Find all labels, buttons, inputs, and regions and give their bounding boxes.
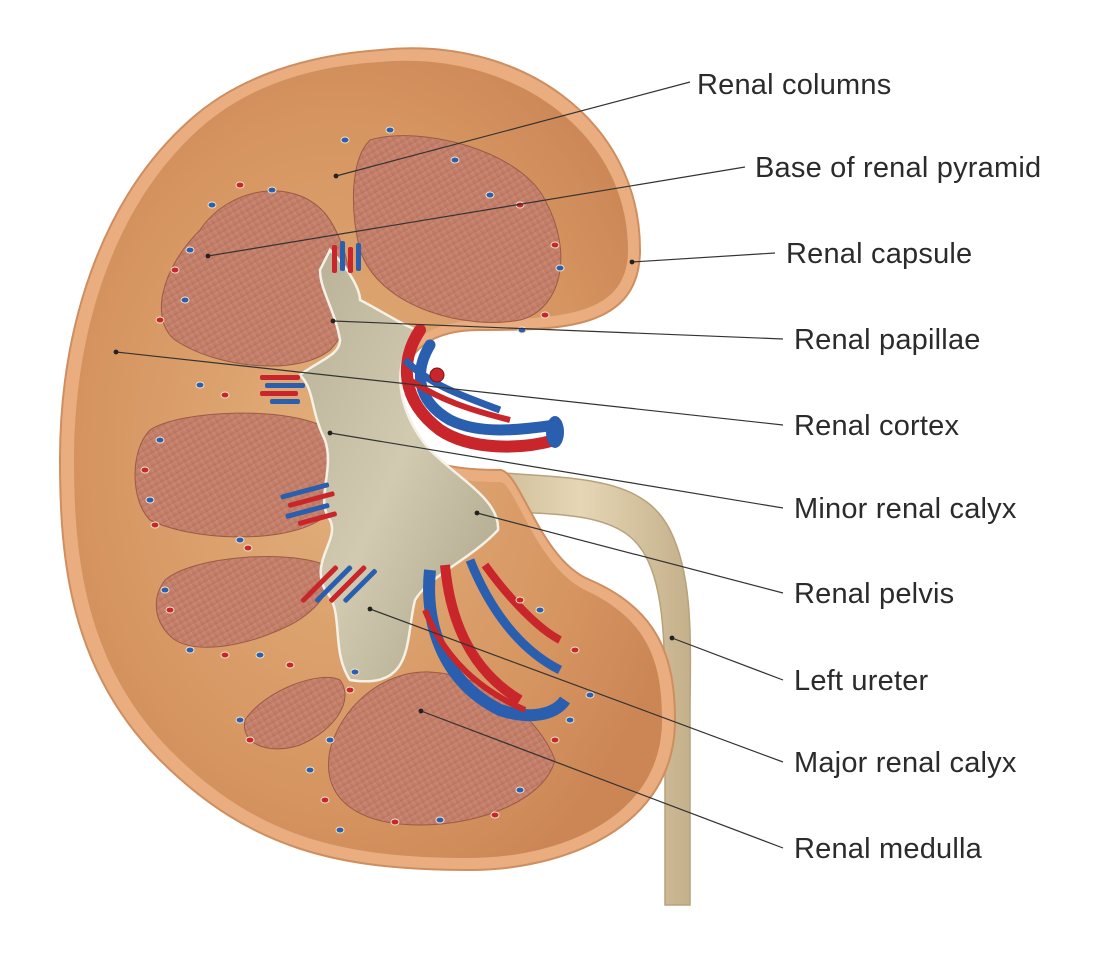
leader-renal-medulla [420,710,784,849]
vein-dot [335,826,345,834]
artery-dot [285,661,295,669]
vein-dot [195,381,205,389]
label-minor-renal-calyx: Minor renal calyx [794,493,1017,525]
leader-renal-columns [335,81,691,177]
label-base-of-renal-pyramid: Base of renal pyramid [755,152,1042,184]
leader-minor-renal-calyx [329,432,784,509]
artery-dot [170,266,180,274]
artery-dot [515,596,525,604]
vein-dot [585,691,595,699]
artery-dot [390,818,400,826]
leader-renal-papillae [332,320,784,340]
leader-major-renal-calyx [369,608,784,763]
vein-dot [235,536,245,544]
pyramid-bottom-small [244,676,346,750]
label-renal-papillae: Renal papillae [794,324,981,356]
label-renal-capsule: Renal capsule [786,238,973,270]
vein-dot [340,136,350,144]
vein-dot [305,766,315,774]
artery-dot [490,811,500,819]
vein-dot [450,156,460,164]
artery-dot [570,646,580,654]
vein-dot [180,296,190,304]
label-renal-medulla: Renal medulla [794,833,982,865]
artery-dot [165,606,175,614]
vein-dot [155,436,165,444]
label-renal-columns: Renal columns [697,69,892,101]
vein-dot [325,736,335,744]
leader-left-ureter [671,637,784,681]
vein-dot [185,646,195,654]
vein-dot [235,716,245,724]
vein-dot [515,786,525,794]
artery-dot [320,796,330,804]
artery-dot [220,391,230,399]
leader-renal-pelvis [476,512,784,594]
label-renal-pelvis: Renal pelvis [794,578,955,610]
artery-dot [540,311,550,319]
vein-dot [255,651,265,659]
leader-lines [113,81,784,849]
artery-dot [245,736,255,744]
leader-renal-cortex [115,351,784,426]
artery-dot [550,736,560,744]
vein-dot [267,186,277,194]
label-left-ureter: Left ureter [794,665,929,697]
vein-dot [485,191,495,199]
vessels-upper [400,324,564,453]
vein-dot [555,264,565,272]
artery-dot [550,241,560,249]
artery-dot [345,686,355,694]
artery-dot [155,316,165,324]
vein-dot [565,716,575,724]
artery-dot [140,466,150,474]
pyramid-lower-left [155,556,331,648]
leader-renal-capsule [631,252,776,263]
vein-dot [350,668,360,676]
label-renal-cortex: Renal cortex [794,410,960,442]
vessels-lower [422,558,570,722]
artery-dot [150,521,160,529]
ureter-tube [469,469,692,906]
artery-dot [235,181,245,189]
label-major-renal-calyx: Major renal calyx [794,747,1017,779]
artery-dot [220,651,230,659]
vein-dot [145,496,155,504]
vein-dot [185,246,195,254]
vein-dot [207,201,217,209]
leader-base-of-renal-pyramid [207,166,746,257]
vein-dot [160,586,170,594]
vein-dot [385,126,395,134]
vein-dot [435,816,445,824]
vein-dot [535,606,545,614]
artery-dot [243,544,253,552]
interlobar-vessels [260,241,377,603]
